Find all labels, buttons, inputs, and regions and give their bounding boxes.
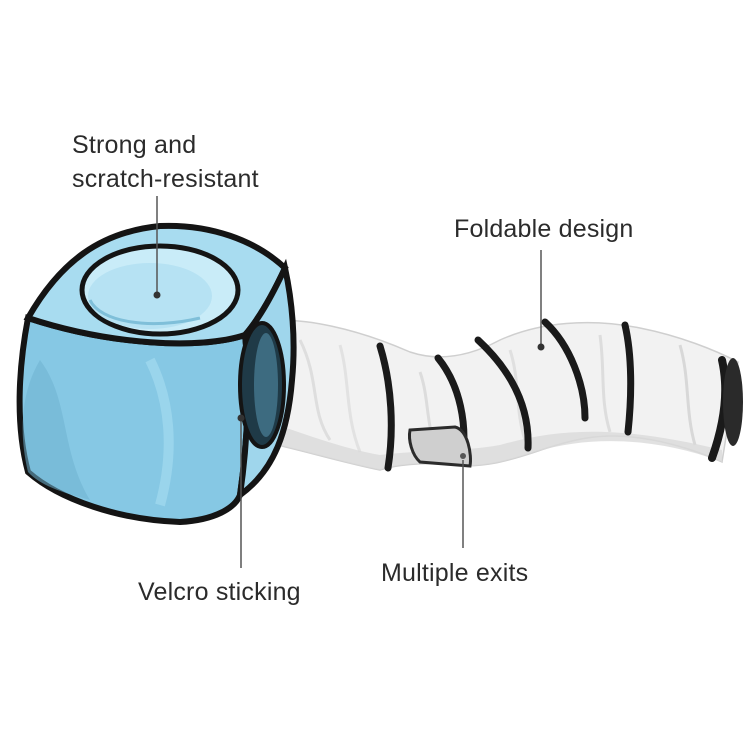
callout-strong-line1: Strong and: [72, 131, 197, 159]
cube-top-hole: [88, 263, 212, 329]
callout-lines: [153, 196, 545, 568]
cube-front-shade: [22, 360, 91, 500]
cube-front-highlight: [145, 357, 174, 507]
callout-dot-strong: [153, 291, 161, 299]
white-tunnel: [254, 318, 743, 472]
tunnel-end-opening: [723, 358, 743, 446]
tunnel-ring-2: [376, 342, 395, 472]
tunnel-ring-4: [474, 336, 532, 452]
tunnel-side-exit: [408, 425, 472, 468]
cube-top-hole-inner: [88, 299, 201, 326]
tunnel-crinkle-2: [338, 344, 362, 453]
tunnel-crinkle-1: [298, 339, 332, 441]
tunnel-crinkle-6: [678, 344, 697, 446]
callout-dot-velcro: [237, 414, 245, 422]
callout-foldable: Foldable design: [454, 215, 634, 243]
exit-velcro-dot: [460, 453, 466, 459]
cube-side-opening-inner: [254, 333, 278, 437]
tunnel-shadow: [255, 420, 722, 470]
tunnel-ring-5: [541, 318, 589, 422]
callout-velcro: Velcro sticking: [138, 578, 301, 606]
callout-dot-foldable: [537, 343, 545, 351]
blue-cube: [16, 222, 297, 526]
tunnel-crinkle-5: [598, 334, 612, 433]
callout-exits: Multiple exits: [381, 559, 529, 587]
tunnel-ring-6: [621, 321, 635, 436]
callout-strong: Strong and scratch-resistant: [72, 128, 259, 196]
callout-strong-line2: scratch-resistant: [72, 165, 259, 193]
